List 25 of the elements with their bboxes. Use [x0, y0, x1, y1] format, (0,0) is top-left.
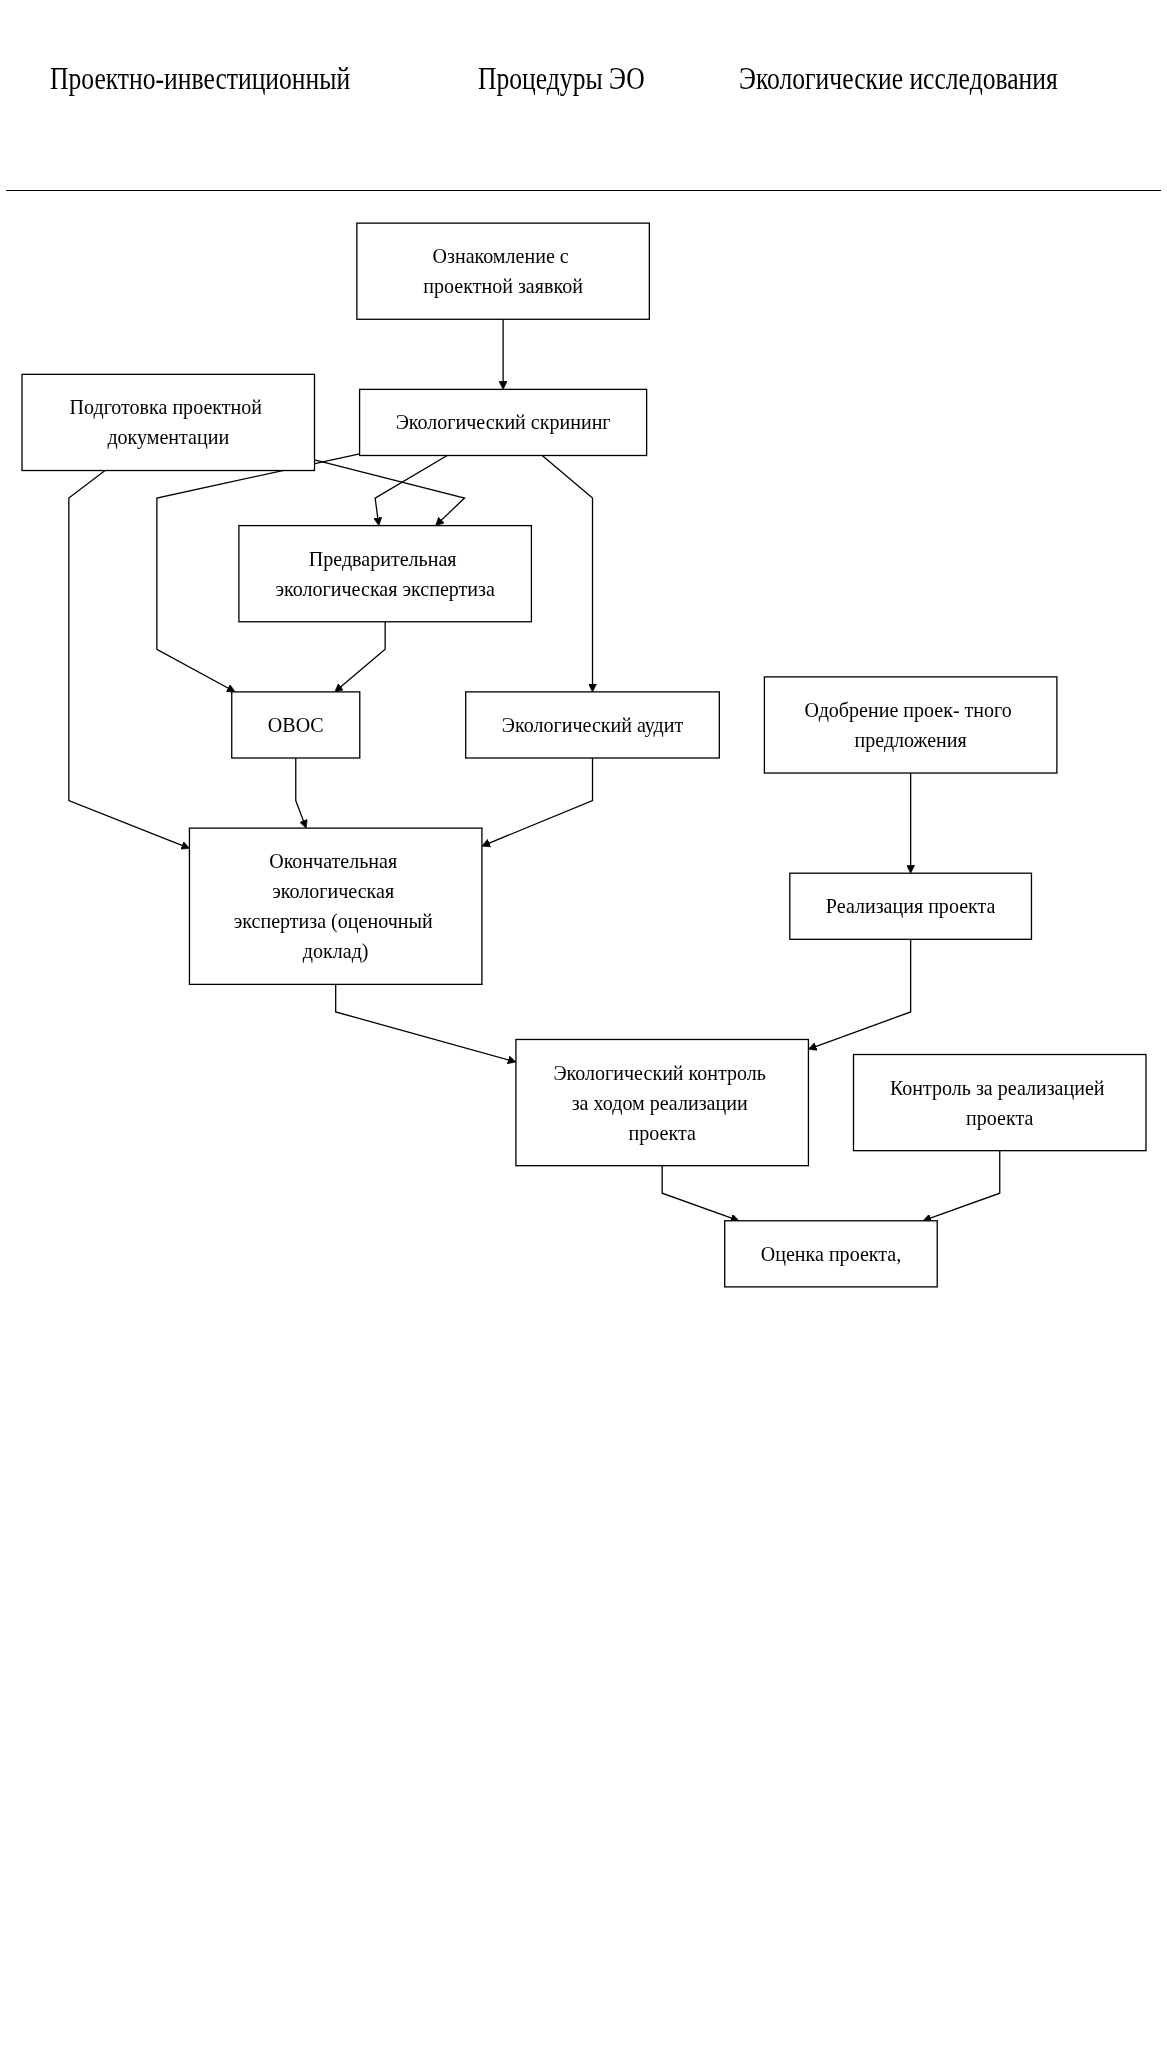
- arrow: [155, 453, 360, 693]
- node-box: Предварительная экологическая экспертиза: [237, 524, 532, 623]
- node-box: Контроль за реализацией проекта: [852, 1053, 1147, 1152]
- node-box: Ознакомление с проектной заявкой: [355, 222, 650, 320]
- arrow: [807, 938, 911, 1051]
- arrow: [333, 621, 386, 693]
- arrow: [498, 318, 507, 390]
- arrow: [294, 757, 307, 829]
- arrow: [334, 983, 516, 1065]
- node-box: Экологический скрининг: [358, 388, 647, 457]
- node-box: Реализация проекта: [788, 872, 1032, 940]
- node-box: Оценка проекта,: [723, 1220, 938, 1288]
- node-box: Экологический контроль за ходом реализации проекта: [514, 1038, 809, 1167]
- column-heading: Процедуры ЭО: [477, 60, 645, 97]
- node-box: Одобрение проек- тного предложения: [763, 676, 1058, 774]
- arrow: [372, 454, 448, 526]
- arrow: [905, 772, 915, 874]
- column-heading: Экологические исследования: [738, 60, 1058, 97]
- column-heading: Проектно-инвестиционный: [50, 60, 351, 97]
- arrow: [541, 454, 597, 693]
- node-box: ОВОС: [230, 691, 360, 759]
- node-box: Окончательная экологическая экспертиза (оценочный доклад): [188, 827, 483, 986]
- node-box: Экологический аудит: [464, 691, 720, 759]
- arrow: [481, 757, 593, 848]
- node-box: Подготовка проектной документации: [20, 373, 315, 472]
